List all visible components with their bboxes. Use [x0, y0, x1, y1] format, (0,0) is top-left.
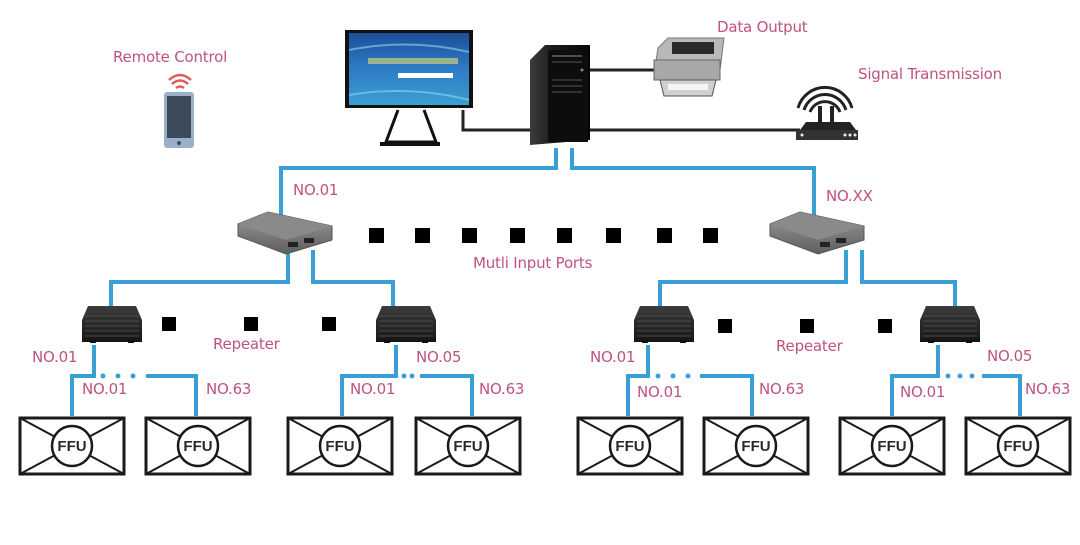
monitor-cable	[461, 110, 530, 132]
ellipsis-square	[718, 319, 732, 333]
ffu-last-label: NO.63	[1025, 380, 1071, 398]
network-switch-icon	[769, 211, 865, 255]
switch2-to-repeater4	[860, 250, 957, 308]
switch1-to-repeater2	[311, 250, 395, 308]
repeater-icon	[82, 306, 142, 343]
ellipsis-dots	[100, 373, 975, 379]
ellipsis-square	[657, 228, 672, 243]
repeater4-ffu-last	[982, 374, 1022, 416]
ffu-unit-icon: FFU	[702, 416, 810, 476]
multi-input-ports-label: Mutli Input Ports	[473, 254, 593, 272]
router-icon	[796, 85, 858, 140]
printer-icon	[653, 37, 725, 97]
ffu-unit-icon: FFU	[838, 416, 946, 476]
repeater-icon	[634, 306, 694, 343]
ffu-unit-label: FFU	[183, 438, 212, 455]
ffu-unit-icon: FFU	[286, 416, 394, 476]
ffu-first-label: NO.01	[82, 380, 128, 398]
network-switch-icon	[237, 211, 333, 255]
ellipsis-square	[800, 319, 814, 333]
repeater-port-label: NO.01	[590, 348, 636, 366]
ffu-first-label: NO.01	[637, 383, 683, 401]
ffu-unit-label: FFU	[741, 438, 770, 455]
device-cables	[461, 68, 800, 132]
switch-label: NO.01	[293, 181, 339, 199]
computer-tower-icon	[530, 45, 590, 145]
ffu-first-label: NO.01	[350, 380, 396, 398]
monitor-icon	[345, 30, 473, 146]
ffu-unit-icon: FFU	[576, 416, 684, 476]
ffu-last-label: NO.63	[479, 380, 525, 398]
ffu-last-label: NO.63	[206, 380, 252, 398]
ellipsis-square	[878, 319, 892, 333]
ellipsis-square	[703, 228, 718, 243]
remote-control-label: Remote Control	[113, 48, 228, 66]
smartphone-icon	[164, 73, 194, 148]
ffu-unit-label: FFU	[615, 438, 644, 455]
bus-lines	[70, 148, 1022, 416]
repeater2-drop	[340, 345, 398, 416]
bus-to-switch-2	[570, 148, 816, 222]
bus-to-switch-1	[279, 148, 558, 222]
ffu-unit-label: FFU	[453, 438, 482, 455]
switch-label: NO.XX	[826, 187, 873, 205]
ffu-unit-label: FFU	[57, 438, 86, 455]
ellipsis-square	[162, 317, 176, 331]
repeater1-drop	[70, 345, 96, 416]
repeater-port-label: NO.05	[987, 347, 1033, 365]
ellipsis-square	[415, 228, 430, 243]
repeater-label-right: Repeater	[776, 337, 843, 355]
ffu-unit-label: FFU	[1003, 438, 1032, 455]
ffu-last-label: NO.63	[759, 380, 805, 398]
ellipsis-square	[606, 228, 621, 243]
ffu-first-label: NO.01	[900, 383, 946, 401]
ffu-unit-icon: FFU	[144, 416, 252, 476]
ffu-unit-label: FFU	[325, 438, 354, 455]
repeater-icon	[376, 306, 436, 343]
repeater2-ffu-last	[420, 374, 474, 416]
repeater4-drop	[890, 345, 940, 416]
switch2-to-repeater3	[658, 250, 848, 308]
repeater-port-label: NO.05	[416, 348, 462, 366]
ellipsis-square	[462, 228, 477, 243]
ffu-unit-icon: FFU	[18, 416, 126, 476]
repeater1-ffu-last	[146, 374, 198, 416]
repeater3-drop	[626, 345, 650, 416]
ellipsis-square	[244, 317, 258, 331]
ellipsis-square	[322, 317, 336, 331]
ellipsis-square	[510, 228, 525, 243]
ellipsis-square	[557, 228, 572, 243]
signal-transmission-label: Signal Transmission	[858, 65, 1002, 83]
data-output-label: Data Output	[717, 18, 808, 36]
ffu-unit-icon: FFU	[964, 416, 1072, 476]
repeater-port-label: NO.01	[32, 348, 78, 366]
ellipsis-square	[369, 228, 384, 243]
ffu-unit-label: FFU	[877, 438, 906, 455]
switch1-to-repeater1	[109, 250, 290, 308]
repeater-label-left: Repeater	[213, 335, 280, 353]
ffu-unit-icon: FFU	[414, 416, 522, 476]
repeater-icon	[920, 306, 980, 343]
repeater3-ffu-last	[700, 374, 754, 416]
